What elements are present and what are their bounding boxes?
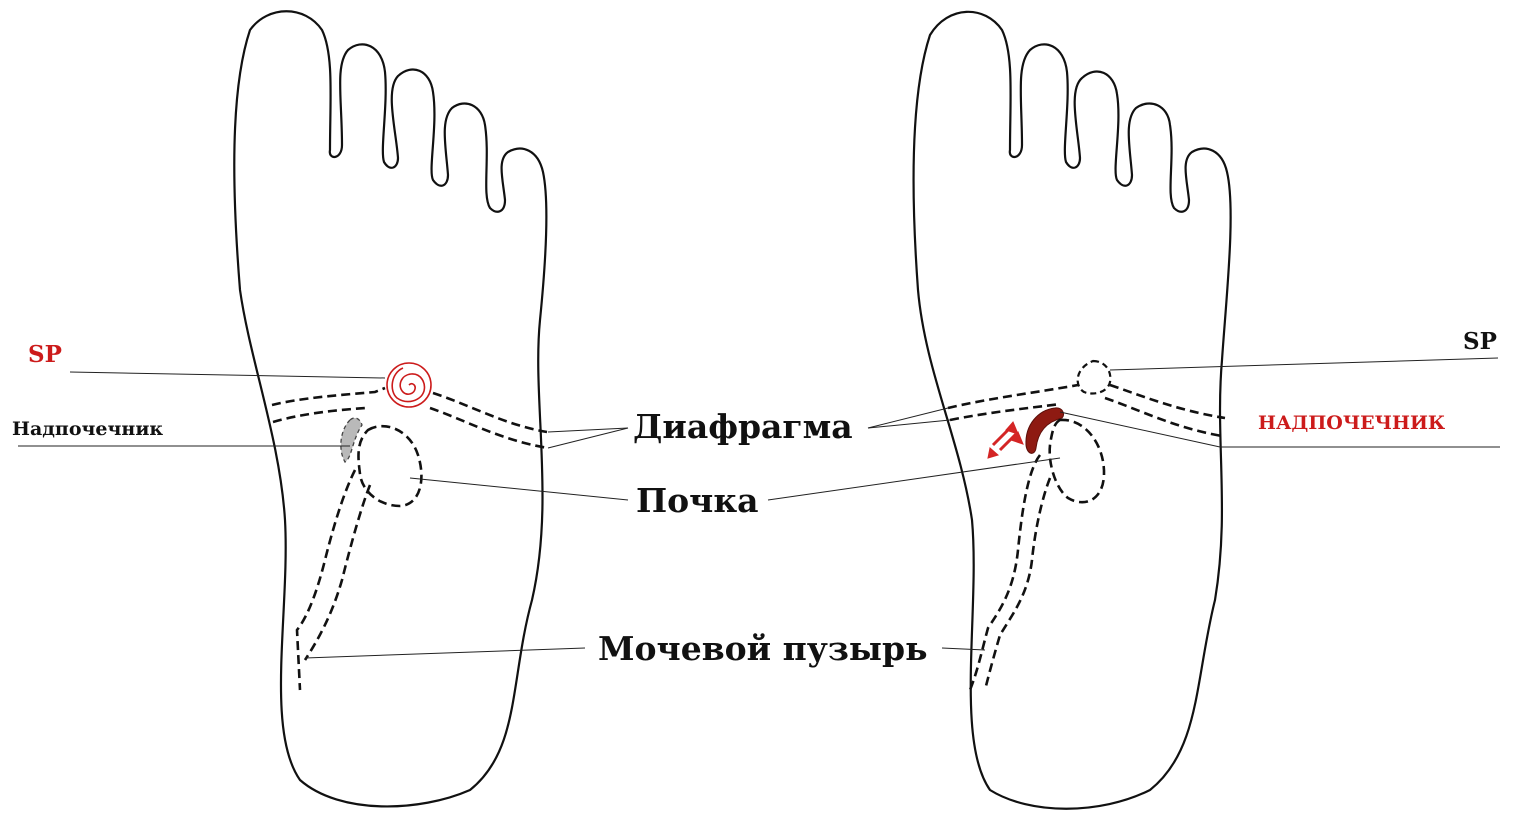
left-diaphragm-line-upper	[272, 388, 385, 405]
left-adrenal-label: Надпочечник	[12, 420, 163, 439]
red-arrows-icon	[988, 422, 1023, 458]
right-diaphragm-line-right-upper	[1110, 385, 1225, 418]
left-diaphragm-line-right-upper	[433, 393, 547, 432]
leader-right-adrenal	[1060, 412, 1220, 447]
right-ureter-left	[970, 455, 1040, 690]
diaphragm-label: Диафрагма	[633, 410, 853, 443]
bladder-label: Мочевой пузырь	[598, 632, 927, 665]
leader-diaphragm-right-1	[868, 408, 948, 428]
left-foot-outline	[234, 11, 546, 806]
leader-lines	[18, 358, 1500, 658]
left-foot	[234, 11, 548, 806]
right-foot	[914, 12, 1231, 809]
leader-kidney-right	[768, 458, 1060, 500]
leader-kidney-left	[410, 478, 628, 500]
right-diaphragm-line-upper	[948, 385, 1078, 408]
right-sp-label: SP	[1463, 330, 1497, 353]
left-sp-label: SP	[28, 343, 62, 366]
right-ureter-right	[985, 478, 1050, 690]
leader-right-sp	[1110, 358, 1498, 370]
right-sp-point	[1078, 361, 1111, 394]
leader-bladder-left	[305, 648, 585, 658]
red-spiral-icon	[387, 363, 431, 407]
leader-left-sp	[70, 372, 385, 378]
leader-bladder-right	[942, 648, 985, 650]
kidney-label: Почка	[636, 484, 759, 517]
right-adrenal-label: НАДПОЧЕЧНИК	[1258, 414, 1445, 433]
right-adrenal-gland	[1026, 408, 1064, 453]
right-kidney	[1050, 420, 1104, 502]
left-kidney	[358, 426, 421, 506]
leader-diaphragm-right-2	[868, 420, 950, 428]
